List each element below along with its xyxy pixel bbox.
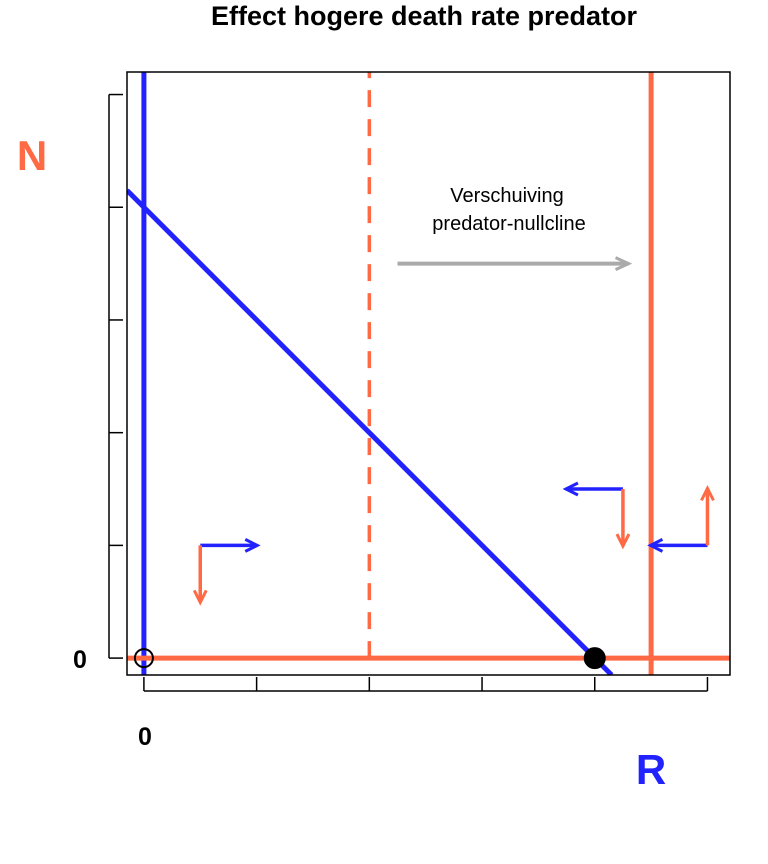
axes [108, 93, 709, 692]
plot-area [127, 72, 730, 675]
chart-title: Effect hogere death rate predator [211, 1, 638, 31]
direction-arrowhead-h-0 [244, 538, 261, 553]
y-axis-label: N [17, 132, 47, 179]
direction-arrowhead-v-1 [615, 533, 631, 550]
annotation-line-1: Verschuiving [450, 185, 563, 207]
annotation-line-2: predator-nullcline [432, 213, 585, 235]
x-axis-label: R [636, 746, 666, 793]
direction-arrowhead-h-2 [647, 538, 664, 553]
direction-arrowhead-v-0 [192, 589, 208, 606]
shift-arrow-head [614, 256, 633, 271]
series-line-prey-nullcline [127, 188, 614, 675]
x-tick-label-0: 0 [138, 723, 152, 751]
equilibrium-point-1 [583, 647, 606, 670]
direction-arrowhead-v-2 [700, 485, 715, 502]
plot-frame [126, 71, 731, 676]
direction-arrowhead-h-1 [562, 481, 579, 497]
y-tick-label-0: 0 [73, 646, 87, 674]
equilibrium-point-0 [133, 648, 154, 669]
